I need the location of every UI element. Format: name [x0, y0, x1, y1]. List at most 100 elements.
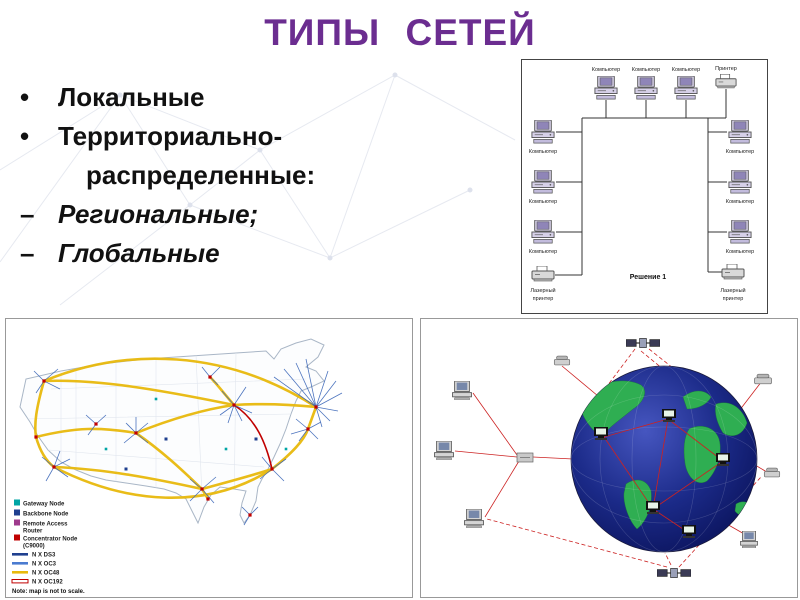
computer-icon [728, 170, 752, 194]
laser-printer-icon [531, 266, 555, 282]
phone-icon [553, 355, 571, 366]
list-item: – Глобальные [20, 234, 500, 273]
legend-label-remote-2: Router [23, 529, 43, 535]
bullet-marker: • [20, 82, 30, 112]
map-legend: Gateway Node Backbone Node Remote Access… [11, 499, 85, 595]
computer-label: Компьютер [632, 67, 660, 73]
fax-icon [754, 373, 772, 385]
laser-printer-label: принтер [533, 296, 554, 302]
computer-icon [594, 427, 608, 440]
dash-marker: – [20, 238, 35, 268]
bullet-text-territorial-2: распределенные: [86, 160, 316, 190]
legend-label-concentrator-1: Concentrator Node [23, 537, 78, 543]
external-devices [433, 337, 781, 579]
bullet-list: • Локальные • Территориально- распределе… [20, 78, 500, 273]
computer-label: Компьютер [529, 199, 557, 205]
lan-diagram: Компьютер Компьютер Компьютер Принтер Ко… [529, 66, 754, 302]
state-lines [25, 351, 307, 520]
global-network-diagram [433, 337, 781, 579]
router-icon [516, 452, 534, 463]
oc48-line-swatch [12, 571, 28, 574]
phone-icon [763, 467, 781, 478]
backbone-nodes [124, 437, 258, 471]
us-backbone-map: Gateway Node Backbone Node Remote Access… [11, 338, 343, 595]
computer-icon [531, 220, 555, 244]
computer-label: Компьютер [529, 149, 557, 155]
bullet-text-global: Глобальные [58, 238, 220, 268]
computer-icon [662, 409, 676, 422]
oc3-line-swatch [12, 562, 28, 565]
laser-printer-label: принтер [723, 296, 744, 302]
bullet-text-local: Локальные [58, 82, 205, 112]
global-network-panel [420, 318, 798, 598]
lan-diagram-panel: Компьютер Компьютер Компьютер Принтер Ко… [521, 59, 768, 314]
map-note: Note: map is not to scale. [12, 589, 85, 595]
legend-label-remote-1: Remote Access [23, 522, 68, 528]
computer-label: Компьютер [726, 149, 754, 155]
computer-label: Компьютер [726, 199, 754, 205]
dash-marker: – [20, 199, 35, 229]
computer-label: Компьютер [672, 67, 700, 73]
bullet-marker-empty [20, 156, 58, 195]
list-item: – Региональные; [20, 195, 500, 234]
list-item: распределенные: [20, 156, 500, 195]
legend-label-gateway: Gateway Node [23, 502, 65, 508]
lan-labels: Компьютер Компьютер Компьютер Принтер Ко… [529, 66, 754, 302]
laser-printer-label: Лазерный [530, 287, 555, 294]
bullet-text-territorial-1: Территориально- [58, 121, 283, 151]
gateway-node-swatch [14, 499, 20, 506]
computer-icon [740, 531, 758, 548]
computer-icon [646, 501, 660, 514]
legend-label-backbone: Backbone Node [23, 512, 69, 518]
computer-label: Компьютер [529, 249, 557, 255]
lan-bus-lines [555, 89, 727, 276]
global-links [454, 365, 773, 540]
computer-label: Компьютер [592, 67, 620, 73]
printer-label: Принтер [715, 66, 737, 72]
computer-icon [674, 76, 698, 100]
slide-title: ТИПЫ СЕТЕЙ [264, 12, 536, 53]
ds3-line-swatch [12, 553, 28, 556]
globe [570, 365, 758, 553]
list-item: • Локальные [20, 78, 500, 117]
legend-label-oc3: N X OC3 [32, 562, 57, 568]
computer-icon [531, 170, 555, 194]
computer-icon [594, 76, 618, 100]
bullet-text-regional: Региональные; [58, 199, 259, 229]
computer-icon [728, 120, 752, 144]
remote-access-router-swatch [14, 519, 20, 526]
computer-icon [433, 441, 455, 460]
list-item: • Территориально- [20, 117, 500, 156]
computer-icon [728, 220, 752, 244]
us-backbone-map-panel: Gateway Node Backbone Node Remote Access… [5, 318, 413, 598]
satellite-icon [626, 337, 660, 349]
computer-icon [531, 120, 555, 144]
oc192-line-swatch [11, 579, 29, 584]
continents [580, 380, 753, 530]
graticule [570, 365, 758, 553]
computer-icon [634, 76, 658, 100]
laser-printer-icon [721, 264, 745, 280]
satellite-icon [657, 567, 691, 579]
backbone-node-swatch [14, 509, 20, 516]
legend-label-ds3: N X DS3 [32, 553, 56, 559]
bullet-marker: • [20, 121, 30, 151]
globe-host-links [603, 418, 724, 534]
laser-printer-label: Лазерный [720, 287, 745, 294]
oc192-link [233, 404, 273, 470]
computer-icon [451, 381, 473, 400]
legend-label-concentrator-2: (C9000) [23, 544, 45, 550]
concentrator-node-swatch [14, 534, 20, 541]
lan-computers [531, 74, 752, 282]
hub-nodes [34, 375, 318, 517]
computer-icon [682, 525, 696, 538]
computer-label: Компьютер [726, 249, 754, 255]
computer-icon [716, 453, 730, 466]
computer-icon [463, 509, 485, 528]
solution-label: Решение 1 [630, 274, 666, 281]
legend-label-oc192: N X OC192 [32, 580, 63, 586]
legend-label-oc48: N X OC48 [32, 571, 60, 577]
printer-icon [715, 74, 737, 89]
